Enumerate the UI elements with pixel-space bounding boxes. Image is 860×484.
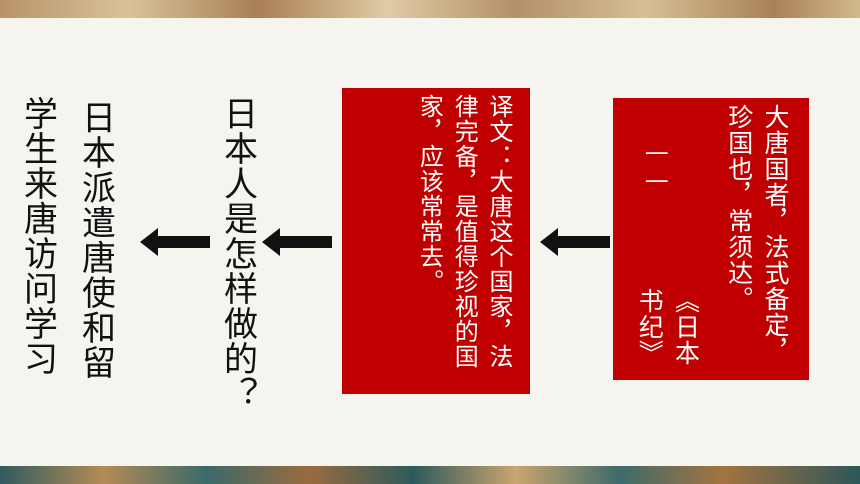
translation-text: 译文：大唐这个国家，法律完备，是值得珍视的国家，应该常常去。 [415,94,513,369]
translation-box: 译文：大唐这个国家，法律完备，是值得珍视的国家，应该常常去。 [342,88,530,394]
quote-box: 大唐国者，法式备定，珍国也，常须达。 —— 《日本书纪》 [613,98,809,380]
decorative-top-border [0,0,860,18]
quote-dash: —— [642,138,671,194]
answer-line-1: 日本派遣唐使和留 [75,100,116,380]
question-text: 日本人是怎样做的？ [217,96,258,411]
decorative-bottom-border [0,466,860,484]
answer-line-2: 学生来唐访问学习 [17,96,58,376]
left-arrow-icon [540,228,610,256]
left-arrow-icon [140,228,210,256]
quote-source: 《日本书纪》 [635,288,701,366]
left-arrow-icon [262,228,332,256]
quote-text: 大唐国者，法式备定，珍国也，常须达。 [724,104,790,364]
